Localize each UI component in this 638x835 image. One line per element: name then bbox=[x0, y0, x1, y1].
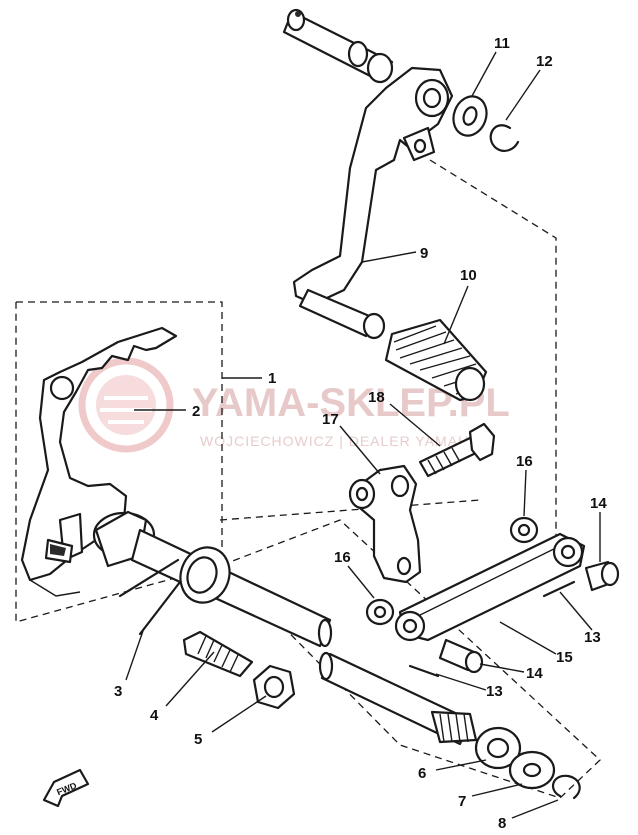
shift-shaft bbox=[92, 510, 478, 746]
callout-8: 8 bbox=[498, 815, 506, 832]
washer-lower bbox=[508, 750, 556, 790]
forward-arrow-icon: FWD bbox=[42, 768, 90, 808]
nut bbox=[252, 664, 296, 710]
callout-11: 11 bbox=[494, 35, 510, 52]
stopper-bolt bbox=[182, 630, 254, 678]
oil-seal bbox=[474, 726, 522, 770]
circlip-lower bbox=[551, 774, 581, 800]
watermark-dealer: WOJCIECHOWICZ | DEALER YAMAHA bbox=[200, 433, 479, 449]
callout-numbers: 1 2 3 4 5 6 7 8 9 10 11 12 13 13 14 14 1… bbox=[114, 35, 607, 832]
callout-12: 12 bbox=[536, 53, 553, 70]
callout-13-lower: 13 bbox=[486, 683, 503, 700]
callout-15: 15 bbox=[556, 649, 573, 666]
washer-16-lower bbox=[365, 598, 395, 626]
callout-14-right: 14 bbox=[590, 495, 607, 512]
dashed-outlines bbox=[15, 159, 601, 799]
callout-18: 18 bbox=[368, 389, 385, 406]
callout-16-upper: 16 bbox=[516, 453, 533, 470]
callout-7: 7 bbox=[458, 793, 466, 810]
shift-arm bbox=[348, 464, 422, 584]
callout-10: 10 bbox=[460, 267, 477, 284]
callout-2: 2 bbox=[192, 403, 200, 420]
pin-14-right bbox=[584, 560, 620, 592]
washer-16-upper bbox=[509, 516, 539, 544]
pedal-rubber bbox=[384, 318, 488, 402]
cotter-pin-13-lower bbox=[408, 664, 440, 678]
washer-upper bbox=[452, 95, 488, 137]
link-bolt bbox=[418, 422, 496, 478]
watermark-logo-icon bbox=[78, 357, 174, 453]
circlip-upper bbox=[489, 124, 520, 152]
leader-lines bbox=[125, 51, 601, 819]
watermark: YAMA-SKLEP.PL WOJCIECHOWICZ | DEALER YAM… bbox=[78, 357, 510, 453]
shift-link-rod bbox=[394, 532, 586, 642]
callout-17: 17 bbox=[322, 411, 339, 428]
pin-14-lower bbox=[438, 638, 484, 674]
callout-3: 3 bbox=[114, 683, 122, 700]
callout-5: 5 bbox=[194, 731, 202, 748]
cotter-pin-13-right bbox=[542, 580, 576, 598]
callout-6: 6 bbox=[418, 765, 426, 782]
shift-pedal bbox=[282, 8, 454, 340]
callout-1: 1 bbox=[268, 370, 276, 387]
callout-16-lower: 16 bbox=[334, 549, 351, 566]
callout-13-right: 13 bbox=[584, 629, 601, 646]
callout-4: 4 bbox=[150, 707, 159, 724]
callout-9: 9 bbox=[420, 245, 428, 262]
callout-14-lower: 14 bbox=[526, 665, 543, 682]
shift-lever-bracket bbox=[20, 326, 178, 597]
